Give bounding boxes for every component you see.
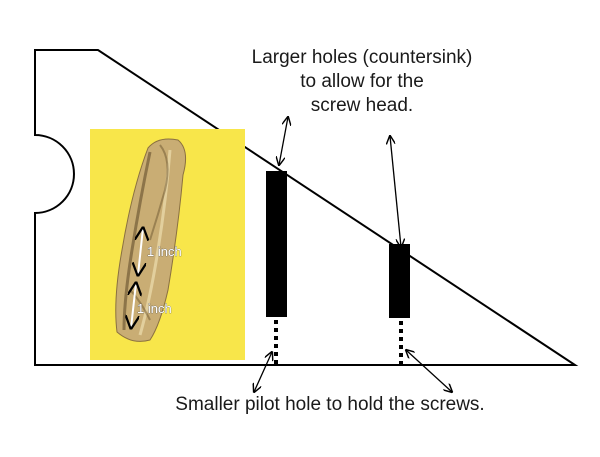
pilot-callout-arrow-right <box>406 350 452 392</box>
pilot-callout-arrow-left <box>254 352 272 392</box>
countersink-caption-line-3: screw head. <box>310 94 414 116</box>
drill-bit-flute <box>149 144 169 241</box>
drill-bit-photo: 1 inch 1 inch <box>90 129 245 360</box>
countersink-caption-line-2: to allow for the <box>300 70 424 92</box>
lower-measure-arrow <box>131 283 136 328</box>
countersink-callout-arrow-right <box>390 136 401 247</box>
countersink-caption-line-1: Larger holes (countersink) <box>251 47 473 68</box>
countersink-callout-arrow-left <box>279 117 288 165</box>
pilot-hole-caption: Smaller pilot hole to hold the screws. <box>175 394 485 415</box>
countersink-hole-right <box>389 244 410 318</box>
upper-measure-label: 1 inch <box>147 244 182 259</box>
lower-measure-label: 1 inch <box>137 301 172 316</box>
upper-measure-arrow <box>138 228 143 275</box>
countersink-hole-left <box>266 171 287 317</box>
countersink-caption: Larger holes (countersink) to allow for … <box>212 46 512 117</box>
